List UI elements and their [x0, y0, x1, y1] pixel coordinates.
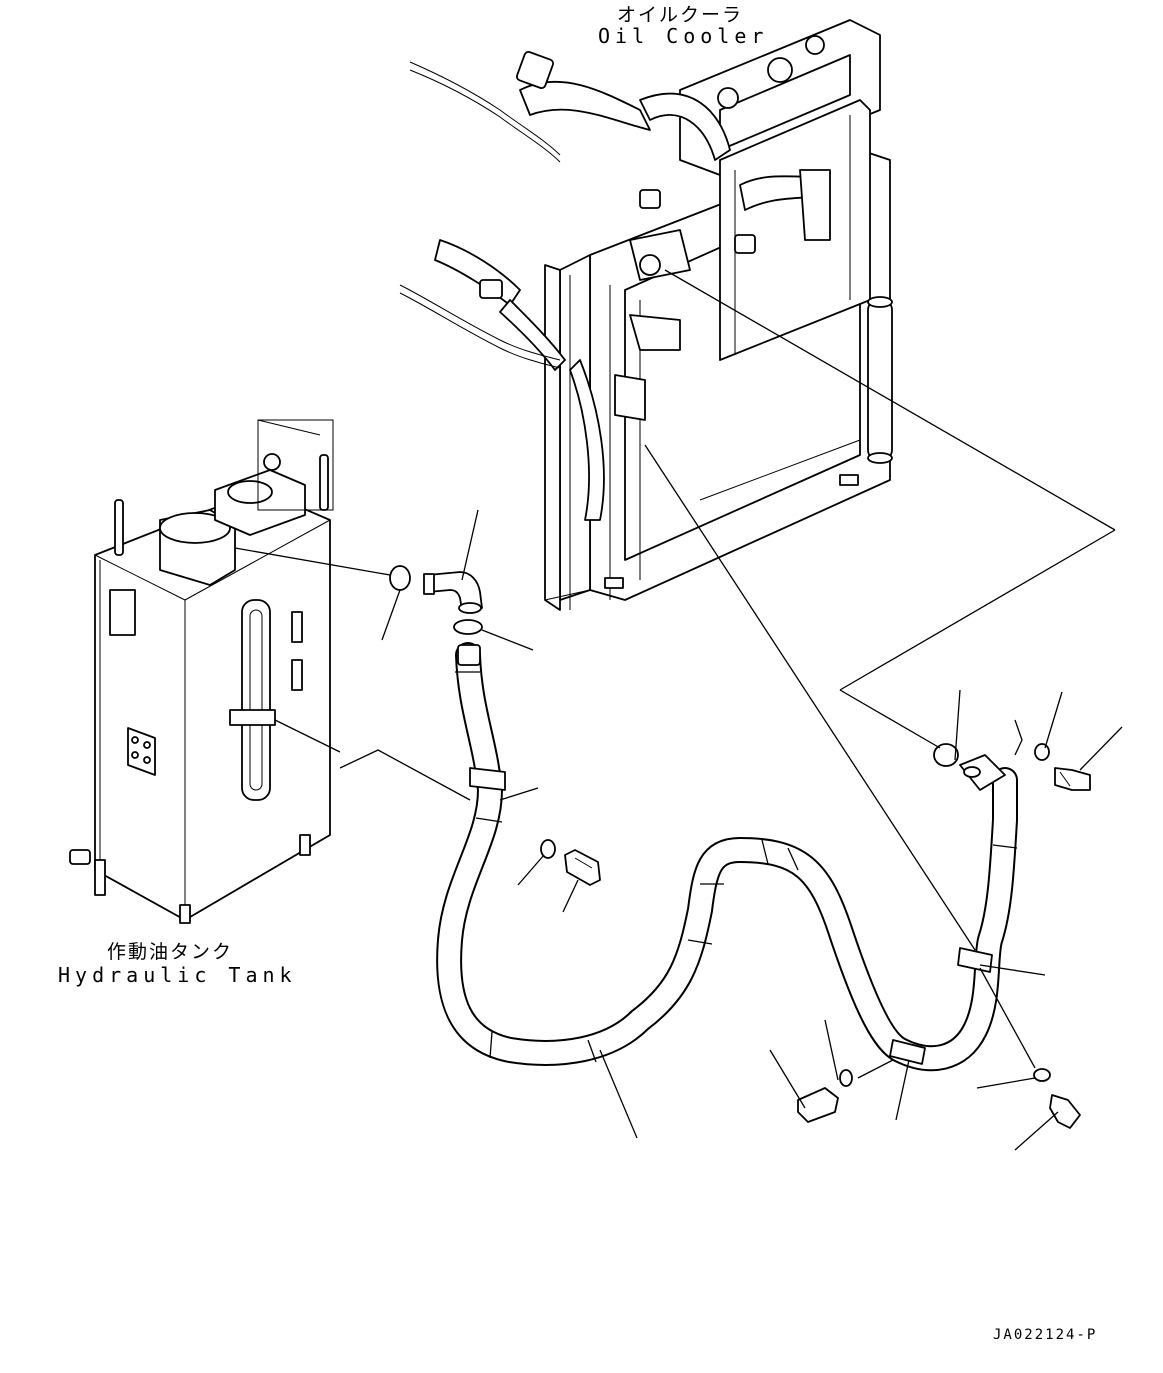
hydraulic-tank-label-jp: 作動油タンク [107, 941, 234, 963]
leader-lines [234, 269, 1123, 1151]
hydraulic-tank [69, 419, 334, 924]
hydraulic-tank-label-en: Hydraulic Tank [58, 963, 297, 987]
washer-hose-clamp-middle [839, 1069, 853, 1087]
bolt-hose-clamp-middle [797, 1087, 839, 1123]
hydraulic-hose [436, 642, 1018, 1072]
washer-tank-side [540, 839, 556, 859]
washer-cooler-side [1034, 743, 1050, 761]
o-ring-elbow [453, 619, 483, 635]
o-ring-cooler [933, 743, 959, 767]
oil-cooler-label-jp: オイルクーラ [617, 4, 744, 26]
bolt-tank-side [564, 849, 601, 886]
bolt-cooler-side [1054, 767, 1091, 791]
bolt-hose-clamp-right [1049, 1094, 1081, 1129]
o-ring-tank [389, 565, 411, 591]
drawing-code: JA022124-P [993, 1327, 1098, 1343]
oil-cooler-label-en: Oil Cooler [598, 24, 769, 48]
oil-cooler-assembly [399, 19, 893, 611]
washer-hose-clamp-right [1033, 1068, 1051, 1082]
elbow-fitting [423, 571, 483, 614]
